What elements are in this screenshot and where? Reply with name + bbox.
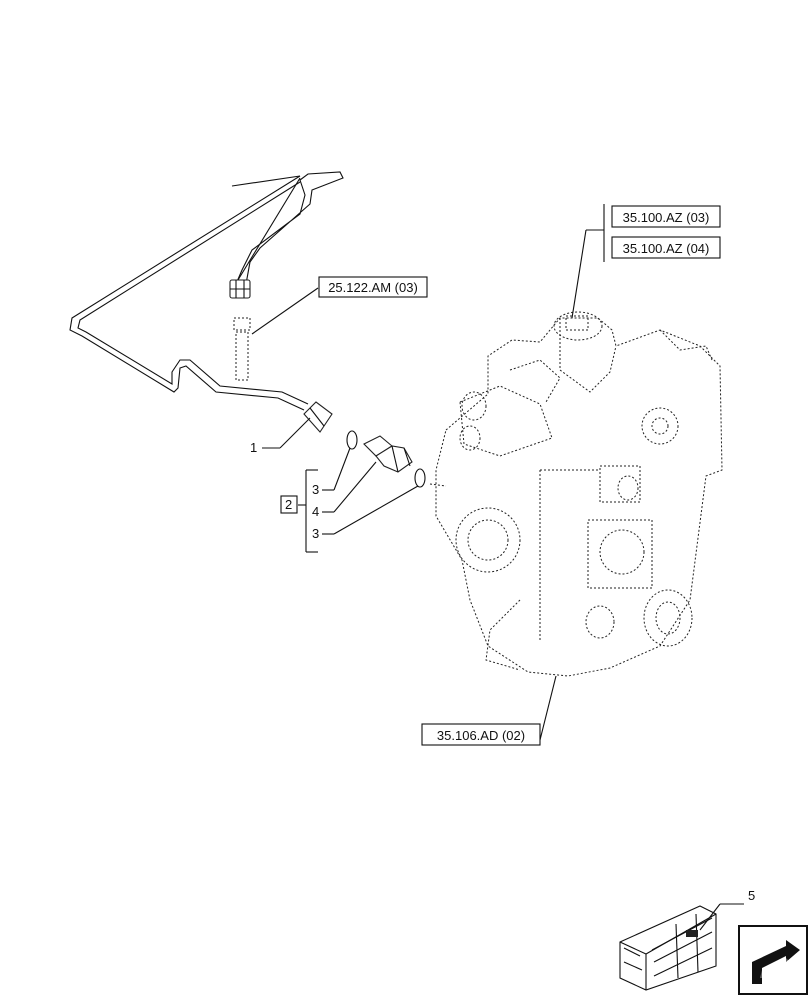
- pipe-nut-upper[interactable]: [229, 279, 251, 299]
- callout-adapter: 4: [312, 504, 319, 519]
- dotted-fitting: [233, 317, 251, 381]
- ref-box-pump[interactable]: 35.106.AD (02): [421, 723, 541, 746]
- o-ring-top[interactable]: [346, 430, 358, 450]
- callout-seal-bottom: 3: [312, 526, 319, 541]
- callout-kit-box[interactable]: 2: [280, 495, 298, 514]
- adapter-fitting[interactable]: [363, 435, 413, 473]
- hydraulic-pipe[interactable]: [69, 171, 344, 411]
- callout-crate: 5: [748, 888, 755, 903]
- o-ring-bottom[interactable]: [414, 468, 426, 488]
- ref-label: 35.100.AZ (03): [623, 210, 710, 225]
- ref-label: 35.100.AZ (04): [623, 241, 710, 256]
- leader-lines: [251, 229, 744, 931]
- ref-label: 25.122.AM (03): [328, 280, 418, 295]
- hydraulic-pump[interactable]: [429, 311, 723, 677]
- ref-box-pipe-fitting[interactable]: 25.122.AM (03): [318, 276, 428, 298]
- pipe-nut-lower[interactable]: [303, 401, 333, 433]
- callout-pipe: 1: [250, 440, 257, 455]
- ref-box-valve-1[interactable]: 35.100.AZ (03): [611, 205, 721, 228]
- ref-label: 35.106.AD (02): [437, 728, 525, 743]
- callout-kit: 2: [285, 497, 292, 512]
- callout-seal-top: 3: [312, 482, 319, 497]
- next-page-arrow-icon[interactable]: [738, 925, 808, 995]
- ref-box-valve-2[interactable]: 35.100.AZ (04): [611, 236, 721, 259]
- crate-icon[interactable]: [619, 905, 717, 991]
